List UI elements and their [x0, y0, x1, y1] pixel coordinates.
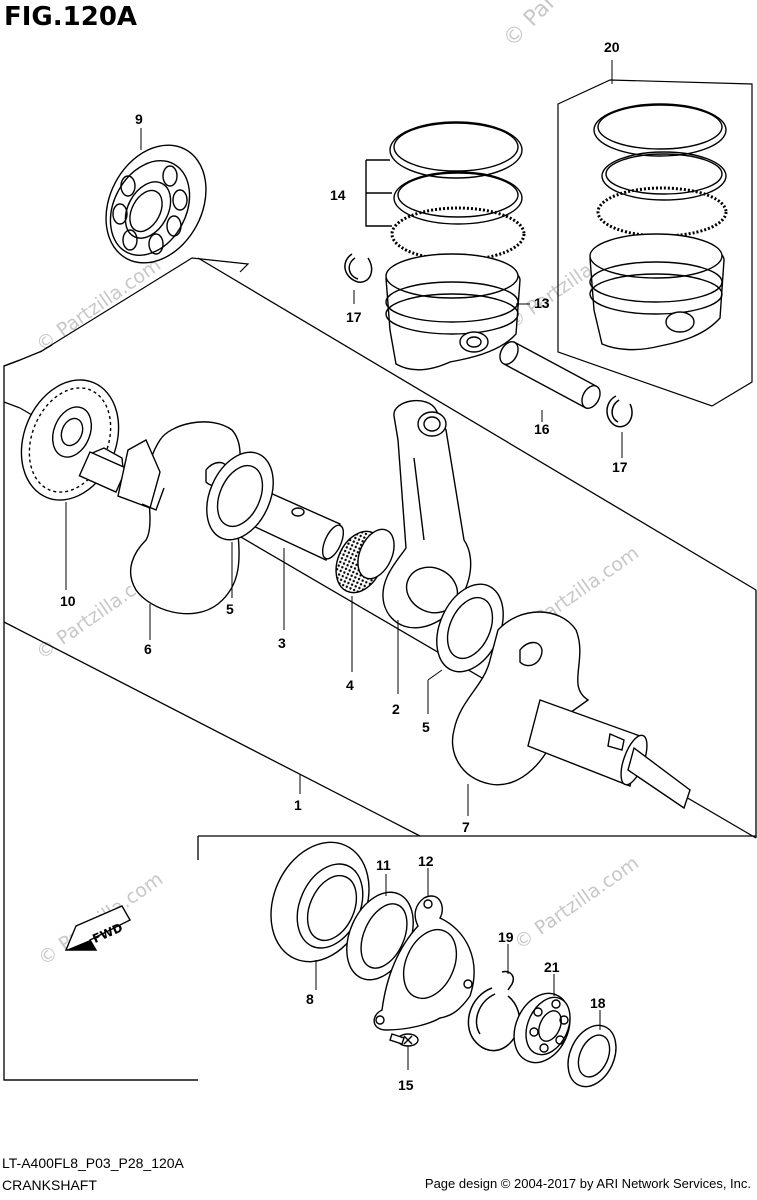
part-label-14: 13	[534, 295, 550, 311]
part-label-3: 3	[278, 635, 286, 651]
watermark: © Partzilla.com	[510, 852, 643, 954]
part-label-5a: 5	[226, 601, 234, 617]
part-label-12: 12	[418, 853, 434, 869]
circlip-19	[467, 970, 521, 1052]
circlip-17-right	[606, 395, 633, 428]
crank-web-7	[451, 611, 691, 810]
screw-13	[389, 1033, 419, 1047]
part-label-17b: 17	[612, 459, 628, 475]
copyright-notice: Page design © 2004-2017 by ARI Network S…	[424, 1176, 751, 1191]
piston-pin-16	[499, 341, 601, 409]
part-label-8: 10	[60, 593, 76, 609]
watermark-corner: © Partz	[499, 0, 576, 52]
connecting-rod-2	[382, 399, 472, 629]
part-label-21: 21	[544, 959, 560, 975]
bearing-21	[513, 992, 571, 1064]
bearing-9-bracket	[39, 257, 250, 353]
part-label-20: 20	[604, 39, 620, 55]
part-label-1: 1	[294, 797, 302, 813]
needle-bearing-4	[335, 528, 395, 594]
bearing-9	[105, 144, 207, 264]
gear-8	[20, 379, 128, 501]
model-code: LT-A400FL8_P03_P28_120A	[2, 1155, 184, 1171]
leader-lines	[65, 60, 623, 1070]
part-label-7: 7	[462, 819, 470, 835]
part-label-9: 9	[135, 111, 143, 127]
retainer-plate-12	[373, 895, 475, 1031]
part-label-5b: 5	[422, 719, 430, 735]
watermark: © Partzilla.com	[32, 254, 165, 356]
part-label-11: 11	[376, 857, 391, 873]
thrust-washer-5-left	[206, 451, 274, 541]
circlip-17-top	[344, 253, 373, 283]
part-label-6: 6	[144, 641, 152, 657]
part-label-10: 8	[306, 991, 314, 1007]
piston-rings-15	[365, 121, 526, 262]
part-number-labels: 9 14 17 13 16 17 20 10 5 6 3 4 2 5 1 7 8…	[60, 39, 628, 1093]
thrust-washer-5-right	[436, 583, 504, 673]
piston-set-20	[589, 103, 728, 351]
part-label-4: 4	[346, 677, 354, 693]
part-label-19: 19	[498, 929, 514, 945]
section-name: CRANKSHAFT	[2, 1177, 97, 1193]
part-label-15: 14	[330, 187, 346, 203]
piston-14	[385, 253, 521, 371]
seal-18	[567, 1024, 617, 1088]
part-label-13: 15	[398, 1077, 414, 1093]
figure-title: FIG.120A	[4, 2, 138, 32]
part-label-16: 16	[534, 421, 550, 437]
part-label-2: 2	[392, 701, 400, 717]
part-label-18: 18	[590, 995, 606, 1011]
part-label-17a: 17	[346, 309, 362, 325]
piston-20-box	[557, 79, 753, 407]
